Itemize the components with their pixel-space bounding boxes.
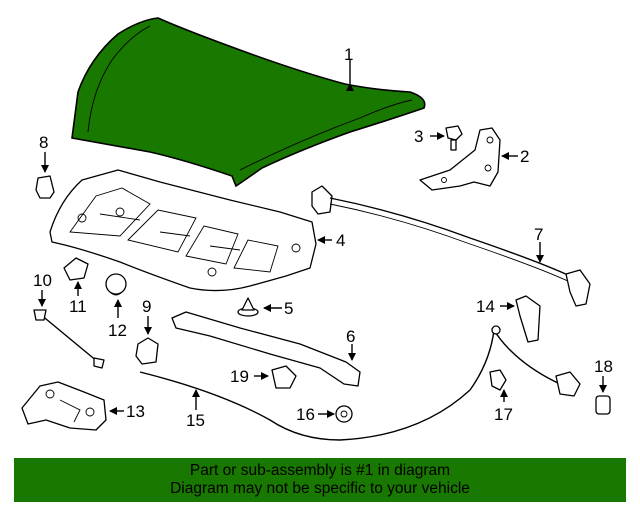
callout-19: 19 xyxy=(230,367,249,386)
hood-part[interactable] xyxy=(71,17,426,188)
callout-15: 15 xyxy=(186,411,205,430)
cable-grommet[interactable] xyxy=(318,405,353,423)
callout-11: 11 xyxy=(69,297,87,316)
bumper-stop[interactable] xyxy=(135,316,159,365)
retainer-clip[interactable] xyxy=(63,257,89,296)
cable-retainer[interactable] xyxy=(254,365,297,389)
callout-14: 14 xyxy=(476,297,495,316)
prop-rod[interactable] xyxy=(33,290,105,369)
hood-seal[interactable] xyxy=(171,311,361,387)
callout-13: 13 xyxy=(126,402,145,421)
callout-12: 12 xyxy=(108,321,127,340)
insulator-clip[interactable] xyxy=(237,297,282,317)
cable-clip[interactable] xyxy=(489,369,508,402)
callout-6: 6 xyxy=(346,327,355,346)
callout-16: 16 xyxy=(296,405,315,424)
side-bumper[interactable] xyxy=(595,376,611,415)
hood-insulator[interactable] xyxy=(49,169,332,292)
banner-line-2: Diagram may not be specific to your vehi… xyxy=(170,480,470,497)
hood-bumper[interactable] xyxy=(35,152,55,199)
callout-5: 5 xyxy=(284,299,293,318)
callout-17: 17 xyxy=(494,405,513,424)
callout-labels: 1 2 3 4 5 6 7 8 9 10 11 12 13 14 15 16 1… xyxy=(33,45,613,430)
callout-4: 4 xyxy=(336,231,345,250)
info-banner: Part or sub-assembly is #1 in diagram Di… xyxy=(14,458,626,502)
grommet[interactable] xyxy=(105,273,127,318)
hood-latch[interactable] xyxy=(21,381,124,431)
latch-cable[interactable] xyxy=(139,325,581,441)
callout-3: 3 xyxy=(414,127,423,146)
release-handle[interactable] xyxy=(500,295,541,343)
release-cable[interactable] xyxy=(311,185,591,307)
banner-line-1: Part or sub-assembly is #1 in diagram xyxy=(189,462,451,479)
callout-7: 7 xyxy=(534,225,543,244)
callout-8: 8 xyxy=(39,133,48,152)
callout-10: 10 xyxy=(33,271,52,290)
hood-hinge[interactable] xyxy=(419,127,518,191)
parts-diagram: 1 2 3 4 5 6 7 8 9 10 11 12 13 14 15 16 1… xyxy=(21,17,613,441)
callout-9: 9 xyxy=(142,297,151,316)
callout-18: 18 xyxy=(594,357,613,376)
callout-2: 2 xyxy=(520,147,529,166)
hinge-bolt[interactable] xyxy=(430,125,463,151)
callout-1: 1 xyxy=(344,45,353,64)
